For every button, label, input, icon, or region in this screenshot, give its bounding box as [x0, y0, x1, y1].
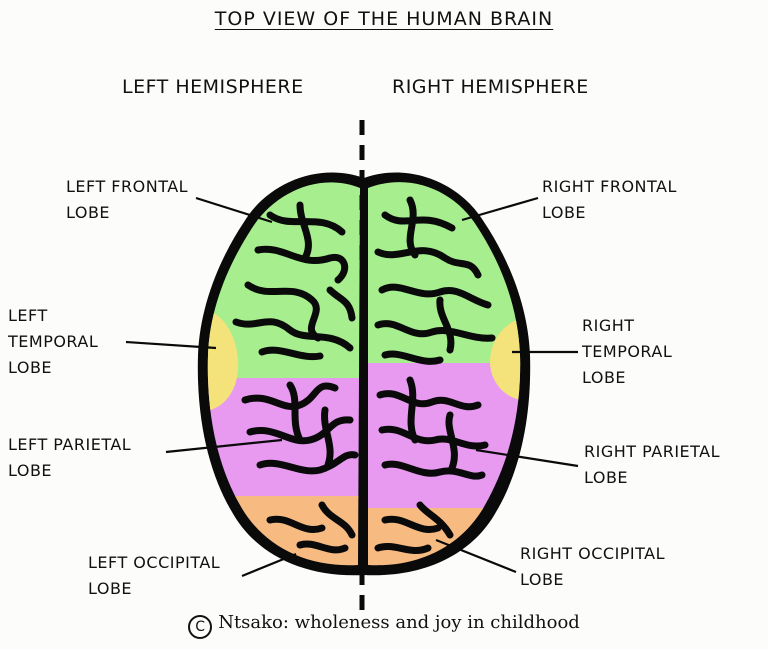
leader-right-frontal	[461, 196, 539, 222]
right-gyri	[374, 196, 496, 555]
label-right-frontal-lobe: RIGHT FRONTAL LOBE	[542, 177, 677, 222]
left-gyri	[232, 201, 359, 554]
leader-left-occipital	[241, 552, 297, 578]
leader-left-parietal	[165, 438, 283, 454]
diagram-title: TOP VIEW OF THE HUMAN BRAIN	[214, 8, 554, 30]
leader-right-parietal	[475, 448, 579, 468]
label-left-temporal-lobe: LEFT TEMPORAL LOBE	[8, 306, 99, 377]
right-temporal-lobe-region	[490, 318, 521, 400]
leader-left-temporal	[125, 340, 217, 350]
label-right-temporal-lobe: RIGHT TEMPORAL LOBE	[582, 316, 673, 387]
right-hemisphere-heading: RIGHT HEMISPHERE	[392, 76, 589, 98]
label-left-parietal-lobe: LEFT PARIETAL LOBE	[8, 435, 132, 480]
leader-left-frontal	[195, 196, 273, 224]
label-left-frontal-lobe: LEFT FRONTAL LOBE	[66, 177, 189, 222]
label-right-occipital-lobe: RIGHT OCCIPITAL LOBE	[520, 544, 666, 589]
label-left-occipital-lobe: LEFT OCCIPITAL LOBE	[88, 553, 221, 598]
label-right-parietal-lobe: RIGHT PARIETAL LOBE	[584, 442, 721, 487]
copyright-icon: C	[188, 615, 213, 639]
left-hemisphere-heading: LEFT HEMISPHERE	[122, 76, 304, 98]
credit-text: Ntsako: wholeness and joy in childhood	[218, 612, 580, 633]
leader-right-occipital	[435, 538, 517, 574]
